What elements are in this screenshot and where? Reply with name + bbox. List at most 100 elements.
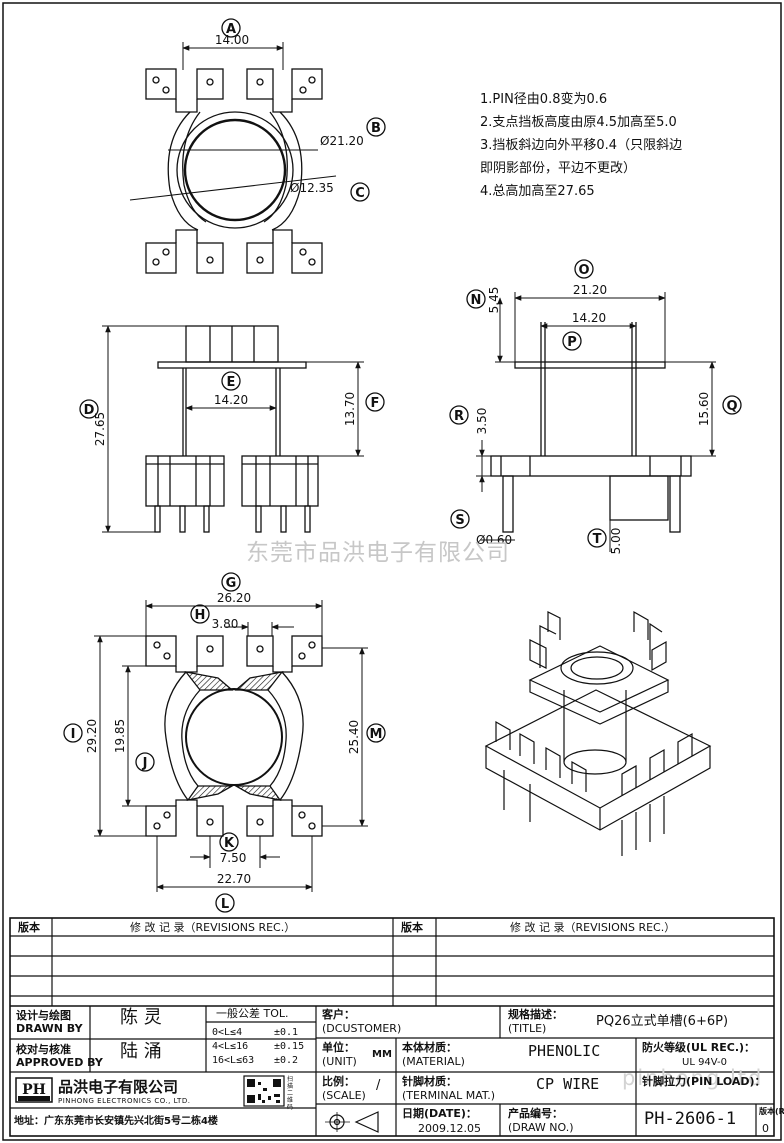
drawno-label-cn: 产品编号： — [508, 1107, 563, 1120]
label-d: D — [84, 403, 95, 418]
dim-f: 13.70 — [343, 392, 357, 426]
material-value: PHENOLIC — [528, 1042, 601, 1060]
label-k: K — [224, 836, 235, 851]
note-3: 3.挡板斜边向外平移0.4（只限斜边 — [480, 137, 682, 153]
label-l: L — [221, 897, 229, 912]
tol-value-2: ±0.15 — [274, 1041, 305, 1052]
label-s: S — [455, 513, 464, 528]
customer-label-cn: 客户： — [322, 1008, 355, 1021]
dim-r: 3.50 — [475, 408, 489, 435]
watermark: 东莞市品洪电子有限公司 — [246, 540, 510, 566]
title-block-grid — [9, 917, 775, 1137]
logo-text: PH — [22, 1082, 46, 1098]
unit-label-en: (UNIT) — [322, 1055, 357, 1068]
label-p: P — [567, 335, 577, 350]
customer-label-en: (DCUSTOMER) — [322, 1022, 402, 1035]
rev-value: 0 — [762, 1122, 769, 1135]
label-e: E — [227, 375, 236, 390]
label-i: I — [71, 727, 76, 742]
design-label-cn: 设计与绘图 — [16, 1009, 71, 1022]
ul-label: 防火等级(UL REC.)： — [642, 1041, 756, 1054]
dim-j: 19.85 — [113, 719, 127, 753]
label-f: F — [371, 396, 380, 411]
tol-range-2: 4<L≤16 — [212, 1041, 249, 1052]
note-4: 4.总高加高至27.65 — [480, 183, 595, 199]
label-n: N — [471, 293, 482, 308]
rev-ver-header-left: 版本 — [18, 921, 40, 934]
tol-range-3: 16<L≤63 — [212, 1055, 255, 1066]
dim-s: Ø0.60 — [476, 533, 512, 547]
company-address: 地址：广东东莞市长安镇先兴北街5号二栋4楼 — [14, 1116, 218, 1127]
front-view — [79, 325, 385, 533]
company-logo — [15, 1077, 53, 1103]
rev-rec-header-left: 修 改 记 录（REVISIONS REC.） — [130, 921, 296, 934]
qr-caption: 扫描二维码 — [287, 1076, 294, 1111]
terminal-value: CP WIRE — [536, 1075, 600, 1093]
note-3b: 即阴影部份，平边不更改） — [480, 161, 636, 176]
label-c: C — [355, 186, 365, 201]
label-m: M — [370, 727, 383, 742]
label-b: B — [371, 121, 381, 136]
dim-k: 7.50 — [220, 851, 247, 865]
isometric-view — [484, 610, 712, 856]
terminal-label-cn: 针脚材质： — [402, 1075, 457, 1088]
label-a: A — [226, 22, 236, 37]
rev-label: 版本(REV)： — [759, 1107, 784, 1116]
note-2: 2.支点挡板高度由原4.5加高至5.0 — [480, 114, 677, 130]
approver-name: 陆 涌 — [120, 1041, 162, 1062]
dim-o: 21.20 — [573, 283, 607, 297]
dim-d: 27.65 — [93, 412, 107, 446]
product-title: PQ26立式单槽(6+6P) — [596, 1014, 729, 1029]
label-g: G — [226, 576, 237, 591]
dim-l: 22.70 — [217, 872, 251, 886]
note-1: 1.PIN径由0.8变为0.6 — [480, 91, 607, 107]
company-name: 品洪电子有限公司 — [58, 1078, 179, 1096]
drawno-value: PH-2606-1 — [644, 1109, 737, 1129]
dim-m: 25.40 — [347, 720, 361, 754]
watermark-site: pinhong.ltd — [622, 1066, 764, 1090]
dim-h: 3.80 — [212, 617, 239, 631]
material-label-cn: 本体材质： — [402, 1041, 457, 1054]
tol-value-1: ±0.1 — [274, 1027, 299, 1038]
tol-range-1: 0<L≤4 — [212, 1027, 243, 1038]
dim-t: 5.00 — [609, 528, 623, 555]
design-label-en: DRAWN BY — [16, 1022, 83, 1035]
rev-rec-header-right: 修 改 记 录（REVISIONS REC.） — [510, 921, 676, 934]
qr-code — [247, 1079, 281, 1103]
drawno-label-en: (DRAW NO.) — [508, 1121, 574, 1134]
dim-b: Ø21.20 — [320, 134, 364, 148]
material-label-en: (MATERIAL) — [402, 1055, 465, 1068]
label-o: O — [578, 263, 589, 278]
ul-value: UL 94V-0 — [682, 1057, 728, 1068]
label-j: J — [142, 756, 148, 771]
label-h: H — [195, 608, 206, 623]
date-value: 2009.12.05 — [418, 1122, 481, 1135]
unit-label-cn: 单位： — [322, 1041, 355, 1054]
label-q: Q — [726, 399, 737, 414]
spec-label-en: (TITLE) — [508, 1022, 547, 1035]
dim-i: 29.20 — [85, 719, 99, 753]
scale-label-en: (SCALE) — [322, 1089, 366, 1102]
designer-name: 陈 灵 — [120, 1007, 162, 1028]
terminal-label-en: (TERMINAL MAT.) — [402, 1089, 496, 1102]
label-r: R — [454, 409, 464, 424]
label-t: T — [593, 532, 602, 547]
dim-n: 5.45 — [487, 287, 501, 314]
top-view — [129, 18, 386, 274]
tol-value-3: ±0.2 — [274, 1055, 299, 1066]
dim-e: 14.20 — [214, 393, 248, 407]
approve-label-cn: 校对与核准 — [16, 1043, 71, 1056]
bottom-view — [63, 572, 386, 913]
dim-p: 14.20 — [572, 311, 606, 325]
rev-ver-header-right: 版本 — [401, 921, 423, 934]
dim-g: 26.20 — [217, 591, 251, 605]
dim-q: 15.60 — [697, 392, 711, 426]
scale-label-cn: 比例： — [322, 1075, 355, 1088]
spec-label-cn: 规格描述： — [508, 1008, 563, 1021]
dim-c: Ø12.35 — [290, 181, 334, 195]
pinload-label: 针脚拉力(PIN LOAD)： — [642, 1075, 766, 1088]
side-view — [449, 259, 742, 552]
unit-value: MM — [372, 1049, 392, 1060]
date-label: 日期(DATE)： — [402, 1107, 477, 1120]
